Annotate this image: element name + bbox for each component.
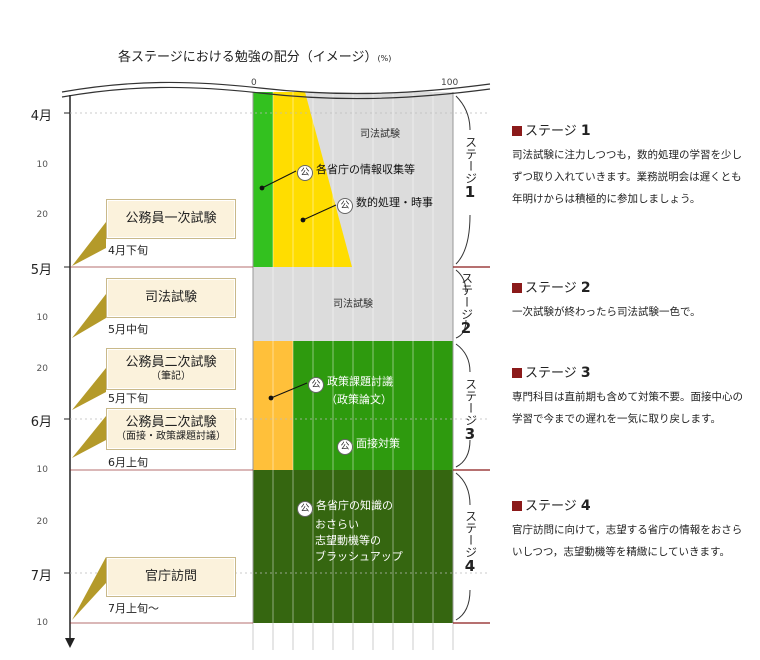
stage-word: ステージ [463, 136, 478, 184]
stage-heading-2: ステージ 2 [512, 277, 591, 296]
zone-label-shiho: 司法試験 [360, 129, 400, 140]
month-label-may: 5月 [30, 263, 52, 278]
stage-brackets [455, 95, 471, 621]
stage2-gray-bg [253, 267, 453, 341]
event-label: 公務員二次試験 [125, 414, 217, 430]
wavy-break-bottom [61, 86, 491, 100]
event-box-kou-niji-mensetsu: 公務員二次試験 （面接・政策課題討議） [106, 408, 236, 450]
vertical-grid-below [252, 623, 454, 650]
axis-ticks [64, 112, 70, 574]
axis-min-label: 0 [251, 78, 257, 88]
day-label: 20 [36, 210, 48, 220]
leader-dots [259, 185, 306, 401]
zone-label-suteki: 公数的処理・時事 [337, 196, 433, 214]
stage-heading-4: ステージ 4 [512, 495, 591, 514]
axis-max-label: 100 [441, 78, 459, 88]
kou-icon: 公 [308, 377, 324, 393]
kou-icon: 公 [337, 439, 353, 455]
event-sub: （筆記） [151, 370, 191, 382]
square-bullet-icon [512, 368, 522, 378]
stage3-green-bg [293, 341, 453, 470]
stage-heading-1: ステージ 1 [512, 120, 591, 139]
day-label: 10 [36, 313, 48, 323]
zone-label-chishiki: 公各省庁の知識のおさらい志望動機等のブラッシュアップ [297, 498, 403, 565]
event-box-shiho: 司法試験 [106, 278, 236, 318]
month-label-jul: 7月 [30, 569, 52, 584]
vertical-grid [272, 92, 434, 623]
stage-heading-3: ステージ 3 [512, 362, 591, 381]
square-bullet-icon [512, 283, 522, 293]
stage1-green-band [253, 92, 273, 267]
day-label: 10 [36, 618, 48, 628]
stage-word: ステージ [459, 272, 474, 320]
stage-word: ステージ [463, 378, 478, 426]
event-label: 公務員一次試験 [125, 210, 217, 226]
time-axis-arrow [65, 638, 75, 648]
kou-icon: 公 [337, 198, 353, 214]
event-date: 7月上旬〜 [108, 602, 159, 615]
event-date: 6月上旬 [108, 456, 148, 469]
stage-description-3: 専門科目は直前期も含めて対策不要。面接中心の学習で今までの遅れを一気に取り戻しま… [512, 391, 743, 425]
leader-lines [261, 170, 337, 399]
zone-label-mensetsu: 公面接対策 [337, 437, 400, 455]
stage-description-2: 一次試験が終わったら司法試験一色で。 [512, 306, 701, 318]
stage1-yellow-band [273, 92, 352, 267]
square-bullet-icon [512, 126, 522, 136]
event-date: 5月中旬 [108, 323, 148, 336]
stage-word: ステージ [463, 510, 478, 558]
day-label: 20 [36, 364, 48, 374]
stage-description-4: 官庁訪問に向けて，志望する省庁の情報をおさらいしつつ，志望動機等を精緻にしていき… [512, 524, 743, 558]
day-label: 10 [36, 160, 48, 170]
event-box-kou-niji-hikki: 公務員二次試験 （筆記） [106, 348, 236, 390]
month-label-apr: 4月 [30, 109, 52, 124]
event-label: 官庁訪問 [144, 568, 197, 584]
month-label-jun: 6月 [30, 415, 52, 430]
kou-icon: 公 [297, 501, 313, 517]
square-bullet-icon [512, 501, 522, 511]
event-sub: （面接・政策課題討議） [116, 430, 226, 442]
diagram-title: 各ステージにおける勉強の配分（イメージ）(%) [118, 50, 392, 65]
stage3-orange-band [253, 341, 293, 470]
stage-boundaries [70, 266, 490, 624]
event-box-kou-ichiji: 公務員一次試験 [106, 199, 236, 239]
zone-label-kakusho-joho: 公各省庁の情報収集等 [297, 163, 415, 181]
event-label: 司法試験 [144, 289, 197, 305]
event-label: 公務員二次試験 [125, 354, 217, 370]
stage-number: 4 [464, 557, 476, 575]
day-label: 20 [36, 517, 48, 527]
event-box-kancho-homon: 官庁訪問 [106, 557, 236, 597]
kou-icon: 公 [297, 165, 313, 181]
wavy-break-top [61, 81, 491, 95]
zone-label-shiho-stage2: 司法試験 [333, 299, 373, 310]
event-date: 4月下旬 [108, 244, 148, 257]
stage-description-1: 司法試験に注力しつつも，数的処理の学習を少しずつ取り入れていきます。業務説明会は… [512, 149, 742, 205]
stage-number: 1 [464, 183, 476, 201]
stage-number: 2 [460, 319, 472, 337]
zone-label-seisaku: 公政策課題討議（政策論文） [308, 375, 393, 408]
event-pointers [72, 222, 106, 620]
day-label: 10 [36, 465, 48, 475]
stage-number: 3 [464, 425, 476, 443]
stage4-dark-green-bg [253, 470, 453, 623]
event-date: 5月下旬 [108, 392, 148, 405]
